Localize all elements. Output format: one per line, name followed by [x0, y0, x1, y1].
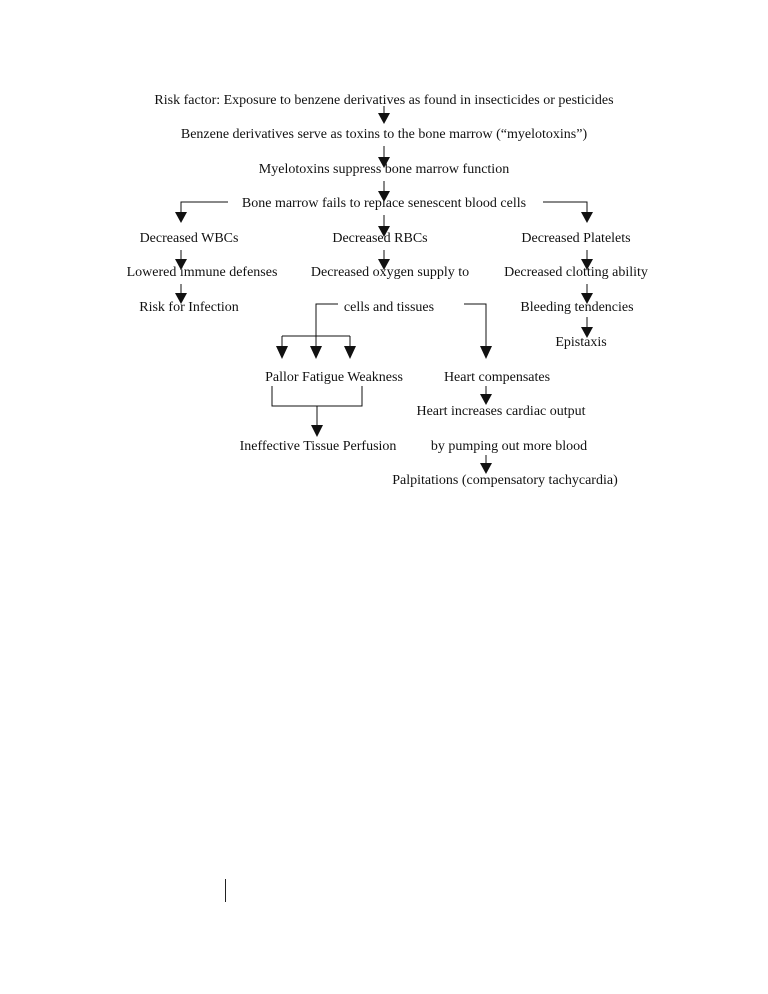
node-risk-infection: Risk for Infection: [139, 300, 239, 315]
node-benzene-toxins: Benzene derivatives serve as toxins to t…: [181, 127, 588, 142]
arrow-platelets-to-clotting: [581, 250, 593, 270]
arrow-risk-to-benzene: [378, 106, 390, 124]
arrow-clotting-to-bleeding: [581, 284, 593, 304]
arrow-oxygen-to-heart: [464, 303, 492, 359]
arrow-immune-to-infection: [175, 284, 187, 304]
arrow-fails-to-wbcs: [175, 201, 228, 223]
node-decreased-rbcs: Decreased RBCs: [332, 231, 427, 246]
node-ineffective-perfusion: Ineffective Tissue Perfusion: [240, 439, 397, 454]
arrow-wbcs-to-immune: [175, 250, 187, 270]
arrow-benzene-to-suppress: [378, 146, 390, 168]
node-myelotoxins-suppress: Myelotoxins suppress bone marrow functio…: [259, 162, 509, 177]
text-cursor: [225, 879, 226, 902]
arrow-pumping-to-palpitations: [480, 455, 492, 474]
arrow-rbcs-to-oxygen: [378, 250, 390, 270]
arrow-symptoms-to-perfusion: [271, 386, 363, 437]
arrow-suppress-to-fails: [378, 181, 390, 202]
node-epistaxis: Epistaxis: [555, 335, 606, 350]
node-decreased-oxygen-line1: Decreased oxygen supply to: [311, 265, 469, 280]
arrow-heart-to-output: [480, 386, 492, 405]
node-palpitations: Palpitations (compensatory tachycardia): [392, 473, 618, 488]
node-risk-factor: Risk factor: Exposure to benzene derivat…: [154, 93, 613, 108]
node-decreased-oxygen-line2: cells and tissues: [344, 300, 434, 315]
arrow-bleeding-to-epistaxis: [581, 317, 593, 338]
node-heart-compensates: Heart compensates: [444, 370, 550, 385]
node-lowered-immune: Lowered immune defenses: [127, 265, 278, 280]
node-decreased-wbcs: Decreased WBCs: [140, 231, 239, 246]
node-decreased-clotting: Decreased clotting ability: [504, 265, 648, 280]
node-marrow-fails: Bone marrow fails to replace senescent b…: [242, 196, 526, 211]
arrow-fails-to-platelets: [543, 201, 593, 223]
node-pallor-fatigue-weakness: Pallor Fatigue Weakness: [265, 370, 403, 385]
node-bleeding: Bleeding tendencies: [520, 300, 633, 315]
arrow-fails-to-rbcs: [378, 215, 390, 237]
node-decreased-platelets: Decreased Platelets: [521, 231, 630, 246]
arrow-oxygen-to-symptoms: [276, 303, 356, 359]
node-pumping-blood: by pumping out more blood: [431, 439, 587, 454]
node-heart-increases: Heart increases cardiac output: [416, 404, 585, 419]
